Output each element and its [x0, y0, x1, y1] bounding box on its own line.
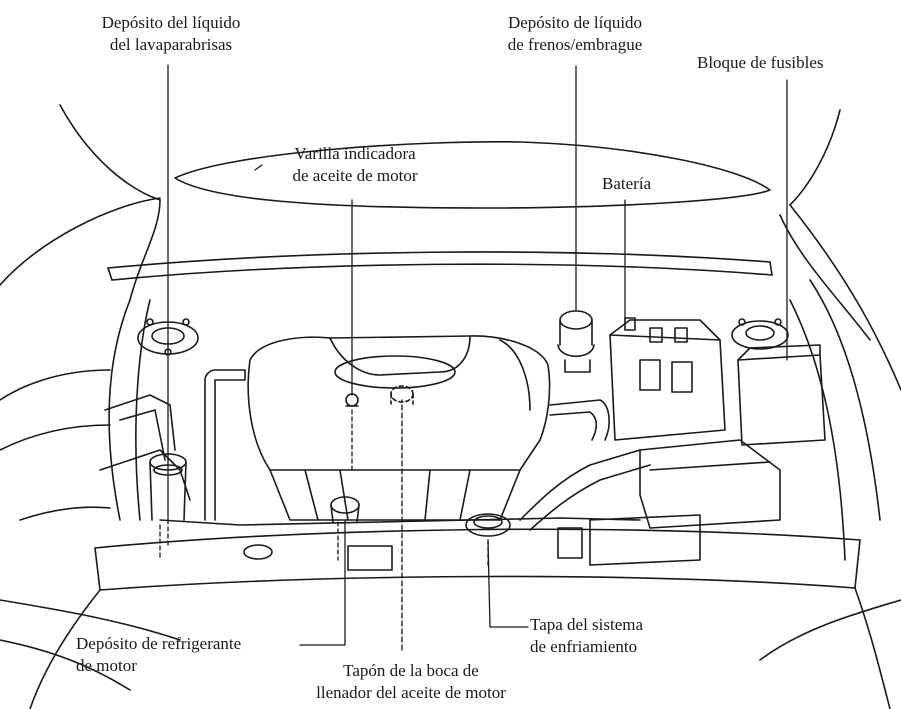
battery-label: Batería [602, 173, 651, 195]
brake-reservoir-label-line2: de frenos/embrague [507, 35, 643, 54]
fuse-block-label-line1: Bloque de fusibles [697, 53, 824, 72]
dipstick-label-line1: Varilla indicadora [294, 144, 416, 163]
leader-lines [159, 64, 788, 651]
brake-reservoir-label-line1: Depósito de líquido [507, 13, 643, 32]
oil-filler-cap-label-line1: Tapón de la boca de [343, 661, 479, 680]
battery-icon [609, 317, 726, 441]
cowl-panel [107, 251, 773, 281]
hood-opening [174, 141, 771, 209]
dipstick-label: Varilla indicadora de aceite de motor [255, 143, 455, 187]
fenders [0, 279, 881, 561]
dipstick-label-line2: de aceite de motor [292, 166, 418, 185]
brake-reservoir-icon [557, 310, 595, 373]
hose-left [204, 369, 246, 521]
air-box [589, 439, 781, 566]
washer-reservoir-label: Depósito del líquido del lavaparabrisas [60, 12, 282, 56]
washer-reservoir-label-line2: del lavaparabrisas [109, 35, 233, 54]
radiator-cap-label: Tapa del sistema de enfriamiento [530, 614, 643, 658]
coolant-reservoir-label-line2: de motor [76, 656, 137, 675]
intake-hose [519, 399, 651, 531]
fuse-block-icon [737, 344, 826, 446]
hood-outline [0, 104, 901, 391]
coolant-reservoir-icon [330, 496, 360, 523]
coolant-reservoir-label-line1: Depósito de refrigerante [76, 634, 242, 653]
dipstick-icon [345, 393, 359, 407]
washer-reservoir-label-line1: Depósito del líquido [101, 13, 241, 32]
radiator-cap-icon [465, 513, 511, 537]
battery-label-line1: Batería [602, 174, 652, 193]
strut-tower-right [731, 318, 789, 350]
coolant-reservoir-label: Depósito de refrigerante de motor [76, 633, 241, 677]
engine-cover [247, 335, 551, 521]
radiator-cap-label-line2: de enfriamiento [530, 637, 638, 656]
fuse-block-label: Bloque de fusibles [697, 52, 824, 74]
radiator-cap-label-line1: Tapa del sistema [530, 615, 644, 634]
oil-filler-cap-label: Tapón de la boca de llenador del aceite … [296, 660, 526, 704]
brake-reservoir-label: Depósito de líquido de frenos/embrague [468, 12, 682, 56]
oil-filler-cap-label-line2: llenador del aceite de motor [316, 683, 506, 702]
